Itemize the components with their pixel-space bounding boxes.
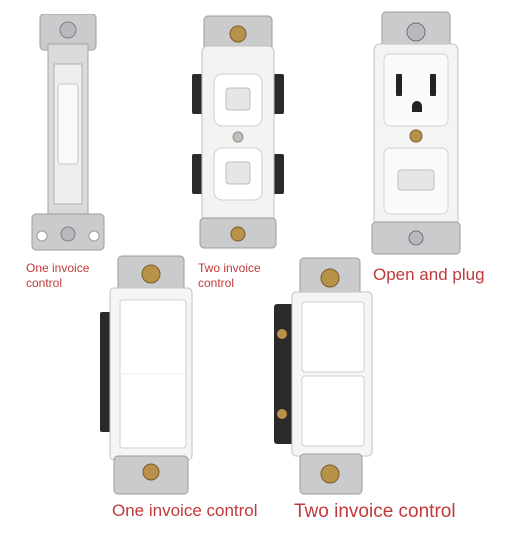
single-rocker-switch-photo (100, 255, 193, 495)
single-toggle-switch-photo (31, 14, 105, 251)
caption-line-1: One invoice (26, 261, 90, 275)
caption-two-invoice-control-small: Two invoice control (198, 261, 261, 291)
caption-line-2: control (198, 276, 235, 290)
caption-two-invoice-control: Two invoice control (294, 501, 456, 522)
double-rocker-switch-photo (274, 257, 373, 495)
caption-one-invoice-control: One invoice control (112, 501, 258, 520)
caption-one-invoice-control-small: One invoice control (26, 261, 89, 291)
caption-line-2: control (26, 276, 63, 290)
caption-line-1: Two invoice (198, 261, 261, 275)
caption-open-and-plug: Open and plug (373, 265, 485, 284)
double-toggle-switch-photo (192, 15, 284, 249)
switch-outlet-combo-photo (371, 11, 461, 255)
